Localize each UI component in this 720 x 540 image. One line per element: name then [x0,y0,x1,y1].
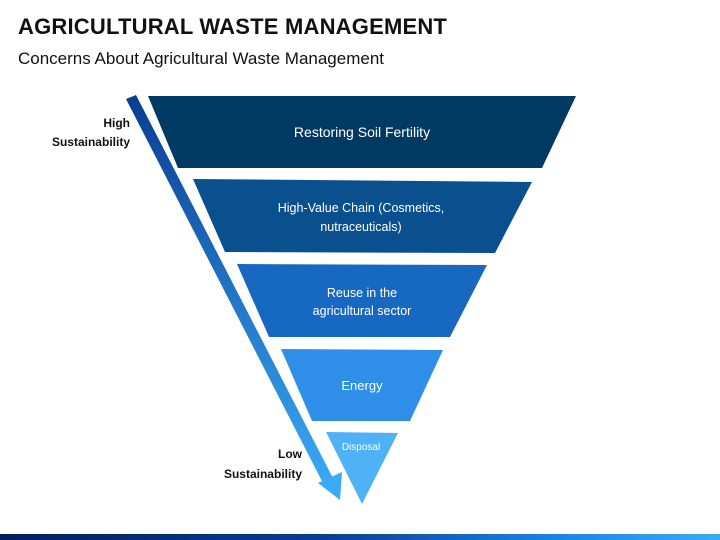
arrow-head [318,472,342,500]
sustainability-arrow [126,95,342,500]
funnel-level-2-label-line1: High-Value Chain (Cosmetics, [278,201,445,215]
funnel-level-5: Disposal [326,432,398,504]
slide-subtitle: Concerns About Agricultural Waste Manage… [18,49,385,68]
funnel-level-1-shape [148,96,576,168]
funnel-level-3: Reuse in the agricultural sector [237,264,487,337]
funnel-level-4-label: Energy [341,378,383,393]
funnel-level-4-shape [281,349,443,421]
high-sustainability-label-line1: High [103,116,130,130]
funnel-level-2-label-line2: nutraceuticals) [320,220,401,234]
low-sustainability-label-line1: Low [278,447,303,461]
low-sustainability-label-line2: Sustainability [224,467,302,481]
arrow-shaft [126,95,336,489]
slide-title: AGRICULTURAL WASTE MANAGEMENT [18,14,448,39]
funnel-level-1-label: Restoring Soil Fertility [294,124,430,140]
funnel-level-3-label-line1: Reuse in the [327,286,397,300]
funnel-level-4: Energy [281,349,443,421]
funnel-level-2: High-Value Chain (Cosmetics, nutraceutic… [193,179,532,253]
funnel-level-2-shape [193,179,532,253]
funnel-level-3-shape [237,264,487,337]
high-sustainability-label-line2: Sustainability [52,135,130,149]
footer-bar [0,534,720,540]
funnel-level-3-label-line2: agricultural sector [313,304,412,318]
funnel-level-1: Restoring Soil Fertility [148,96,576,168]
funnel-level-5-shape [326,432,398,504]
funnel-level-5-label: Disposal [342,442,380,453]
